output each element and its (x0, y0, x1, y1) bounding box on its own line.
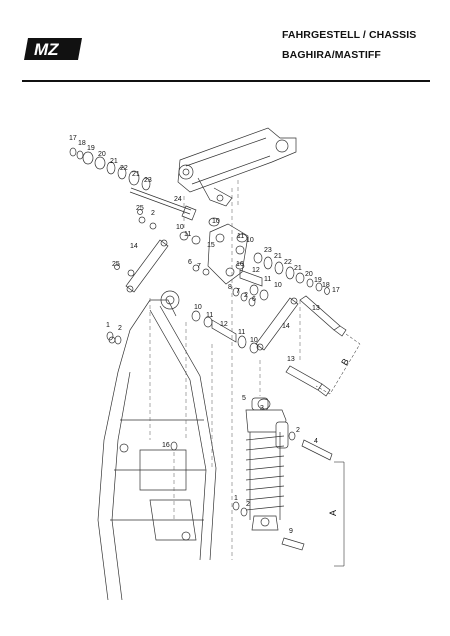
washer-2-left (114, 335, 122, 345)
washer-2-bottom (240, 507, 248, 517)
washer-1-bottom (232, 501, 240, 511)
callout-25: 25 (136, 205, 144, 212)
callout-2: 2 (246, 501, 250, 508)
callout-14: 14 (282, 323, 290, 330)
callout-11: 11 (184, 231, 191, 238)
callout-11: 11 (206, 312, 213, 319)
spacer-group-lower (191, 310, 259, 354)
callout-2: 2 (296, 427, 300, 434)
swingarm (177, 127, 297, 207)
part-16 (170, 441, 178, 451)
mz-logo: MZ (24, 38, 82, 60)
callout-1: 1 (234, 495, 238, 502)
callout-19: 19 (314, 277, 322, 284)
callout-19: 19 (87, 145, 95, 152)
dimension-a-line (334, 461, 345, 567)
title-line-1: FAHRGESTELL / CHASSIS (282, 29, 417, 41)
callout-14: 14 (130, 243, 138, 250)
assembly-lines (149, 180, 301, 560)
link-right (255, 297, 299, 351)
callout-8: 8 (228, 284, 232, 291)
callout-11: 11 (264, 276, 271, 283)
callout-11: 11 (237, 233, 244, 240)
callout-2: 2 (118, 325, 122, 332)
callout-7: 7 (197, 263, 201, 270)
callout-12: 12 (220, 321, 228, 328)
callout-18: 18 (322, 282, 330, 289)
callout-3: 3 (260, 405, 264, 412)
bushing-stack-left (69, 147, 151, 191)
callout-15: 15 (207, 242, 215, 249)
callout-21: 21 (110, 158, 118, 165)
callout-10: 10 (176, 224, 184, 231)
callout-11: 11 (238, 329, 245, 336)
rocker (179, 217, 249, 285)
frame (97, 290, 217, 601)
callout-21: 21 (294, 265, 302, 272)
callout-17: 17 (69, 135, 77, 142)
callout-23: 23 (264, 247, 272, 254)
bolt-9 (281, 537, 305, 551)
callout-7: 7 (236, 288, 240, 295)
callout-13: 13 (312, 305, 320, 312)
callout-21: 21 (132, 171, 140, 178)
callout-22: 22 (120, 165, 128, 172)
callout-23: 23 (144, 177, 152, 184)
dimension-b-line (315, 333, 361, 395)
dimension-a-label: A (328, 510, 338, 516)
callout-6: 6 (188, 259, 192, 266)
callout-17: 17 (332, 287, 340, 294)
callout-6: 6 (252, 296, 256, 303)
callout-18: 18 (78, 140, 86, 147)
bolt-upper (299, 295, 347, 337)
callout-16: 16 (162, 442, 170, 449)
callouts: 17 18 19 20 21 22 21 23 24 25 2 10 10 11… (69, 135, 340, 535)
washer-2-shock (288, 431, 296, 441)
callout-22: 22 (284, 259, 292, 266)
callout-12: 12 (252, 267, 260, 274)
bolt-4 (301, 439, 333, 461)
callout-10: 10 (212, 218, 220, 225)
callout-4: 4 (314, 438, 318, 445)
callout-10: 10 (274, 282, 282, 289)
bolt-lower (285, 365, 331, 397)
dimension-b-label: B (339, 357, 351, 367)
callout-20: 20 (305, 271, 313, 278)
link-left (114, 209, 169, 293)
callout-13: 13 (287, 356, 295, 363)
header-rule (22, 80, 430, 82)
callout-24: 24 (174, 196, 182, 203)
callout-5: 5 (242, 395, 246, 402)
callout-16: 16 (236, 261, 244, 268)
callout-9: 9 (289, 528, 293, 535)
callout-10: 10 (194, 304, 202, 311)
washer-1-left (106, 331, 114, 341)
bushing-stack-right (253, 252, 330, 295)
callout-2: 2 (244, 292, 248, 299)
pivot-bolt (129, 187, 197, 221)
callout-20: 20 (98, 151, 106, 158)
callout-2: 2 (151, 210, 155, 217)
spacer-group-mid (232, 269, 269, 307)
callout-25: 25 (112, 261, 120, 268)
callout-1: 1 (106, 322, 110, 329)
svg-text:MZ: MZ (34, 40, 59, 59)
callout-21: 21 (274, 253, 282, 260)
callout-10: 10 (250, 337, 258, 344)
callout-10: 10 (246, 237, 254, 244)
shock-absorber (245, 397, 289, 531)
title-line-2: BAGHIRA/MASTIFF (282, 49, 381, 61)
